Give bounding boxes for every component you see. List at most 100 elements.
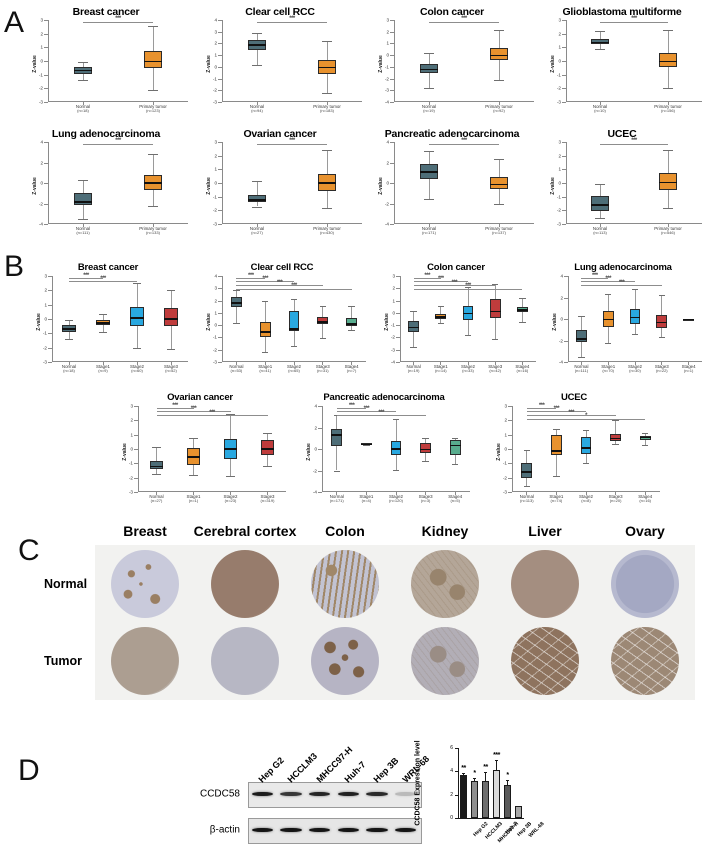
x-tick-label: Normal(n=18): [75, 104, 91, 114]
tissue-core: [110, 627, 180, 696]
median-line: [62, 328, 76, 330]
whisker-cap: [261, 351, 269, 353]
x-tick-label: Normal(n=10): [592, 104, 608, 114]
y-tick: [218, 196, 222, 198]
x-tick: [326, 224, 328, 227]
y-tick-label: -3: [390, 347, 395, 353]
y-tick-label: -3: [212, 99, 217, 105]
median-line: [164, 318, 178, 320]
y-tick-label: -2: [390, 334, 395, 340]
bar-y-tick-label: 6: [450, 745, 453, 751]
y-tick-label: -2: [128, 475, 133, 481]
x-axis: [512, 491, 660, 492]
y-tick: [390, 20, 394, 21]
median-line: [420, 171, 438, 173]
y-axis: [566, 20, 567, 102]
y-tick-label: -1: [212, 334, 217, 340]
significance-bar: [336, 407, 367, 409]
y-axis: [222, 20, 223, 102]
y-tick-label: 0: [40, 58, 43, 64]
whisker-cap: [553, 428, 560, 430]
box: [602, 310, 614, 327]
y-tick: [134, 463, 138, 465]
blot-lane-label: Huh-7: [342, 759, 368, 785]
chart-title: Clear cell RCC: [250, 262, 314, 273]
y-tick-label: -2: [556, 207, 561, 213]
whisker-cap: [612, 443, 619, 445]
y-tick: [318, 470, 322, 472]
median-line: [521, 471, 533, 473]
x-tick-label: Stage2(n=120): [389, 494, 403, 504]
whisker-cap: [582, 429, 590, 431]
x-tick-label: Primary tumor(n=92): [485, 104, 513, 114]
y-tick-label: -3: [502, 489, 507, 495]
box: [149, 461, 164, 470]
whisker-cap: [251, 181, 263, 183]
y-tick-label: 1: [386, 40, 389, 46]
y-tick: [44, 47, 48, 49]
y-tick-label: -1: [556, 72, 561, 78]
y-tick-label: -1: [502, 460, 507, 466]
tissue-core: [210, 549, 280, 618]
whisker-cap: [594, 31, 606, 33]
x-tick: [454, 492, 456, 495]
x-axis: [394, 101, 534, 102]
whisker-cap: [333, 414, 341, 416]
whisker-cap: [77, 219, 89, 221]
box: [259, 321, 271, 337]
y-tick-label: 3: [40, 17, 43, 23]
y-tick: [44, 203, 48, 205]
x-tick-label: Stage3(n=42): [488, 364, 503, 374]
significance-bar: [581, 284, 662, 286]
bar-significance-label: ***: [493, 752, 500, 760]
significance-label: ***: [262, 276, 268, 283]
x-tick: [555, 492, 557, 495]
x-tick: [82, 224, 84, 227]
whisker-cap: [132, 348, 142, 350]
significance-label: ***: [83, 272, 89, 279]
error-bar: [496, 760, 497, 771]
tissue-core: [410, 549, 480, 618]
whisker-cap: [658, 295, 666, 297]
y-tick: [318, 492, 322, 493]
significance-label: ***: [605, 276, 611, 283]
y-tick: [318, 406, 322, 407]
whisker-cap: [152, 447, 161, 449]
y-tick-label: -2: [38, 85, 43, 91]
box: [144, 50, 162, 68]
x-tick: [256, 224, 258, 227]
whisker-cap: [491, 283, 499, 285]
blot-row-label: β-actin: [209, 824, 240, 836]
x-tick: [585, 492, 587, 495]
y-tick-label: -4: [384, 221, 389, 227]
y-tick-label: 3: [44, 273, 47, 279]
bar-y-tick: [455, 748, 458, 749]
x-tick-label: Primary tumor(n=137): [485, 226, 513, 236]
y-tick: [134, 434, 138, 436]
box: [408, 321, 419, 332]
median-line: [591, 204, 609, 206]
median-line: [144, 182, 162, 184]
significance-bar: [83, 21, 153, 23]
x-axis: [394, 223, 534, 224]
whisker-cap: [578, 357, 585, 359]
y-tick-label: 4: [560, 273, 563, 279]
blot-band: [309, 791, 331, 797]
whisker-cap: [263, 466, 272, 468]
significance-bar: [236, 277, 266, 279]
whisker-cap: [422, 438, 429, 440]
box: [490, 47, 508, 61]
significance-label: ***: [461, 16, 467, 23]
bar-chart-x-axis: [458, 818, 524, 819]
y-axis-label: Z-value: [122, 443, 128, 461]
y-tick-label: 0: [558, 58, 561, 64]
y-tick: [48, 276, 52, 277]
tissue-column-header: Cerebral cortex: [193, 523, 297, 539]
y-axis-label: Z-value: [36, 313, 42, 331]
y-tick-label: 4: [314, 403, 317, 409]
error-bar-cap: [472, 777, 476, 779]
significance-label: ***: [631, 138, 637, 145]
